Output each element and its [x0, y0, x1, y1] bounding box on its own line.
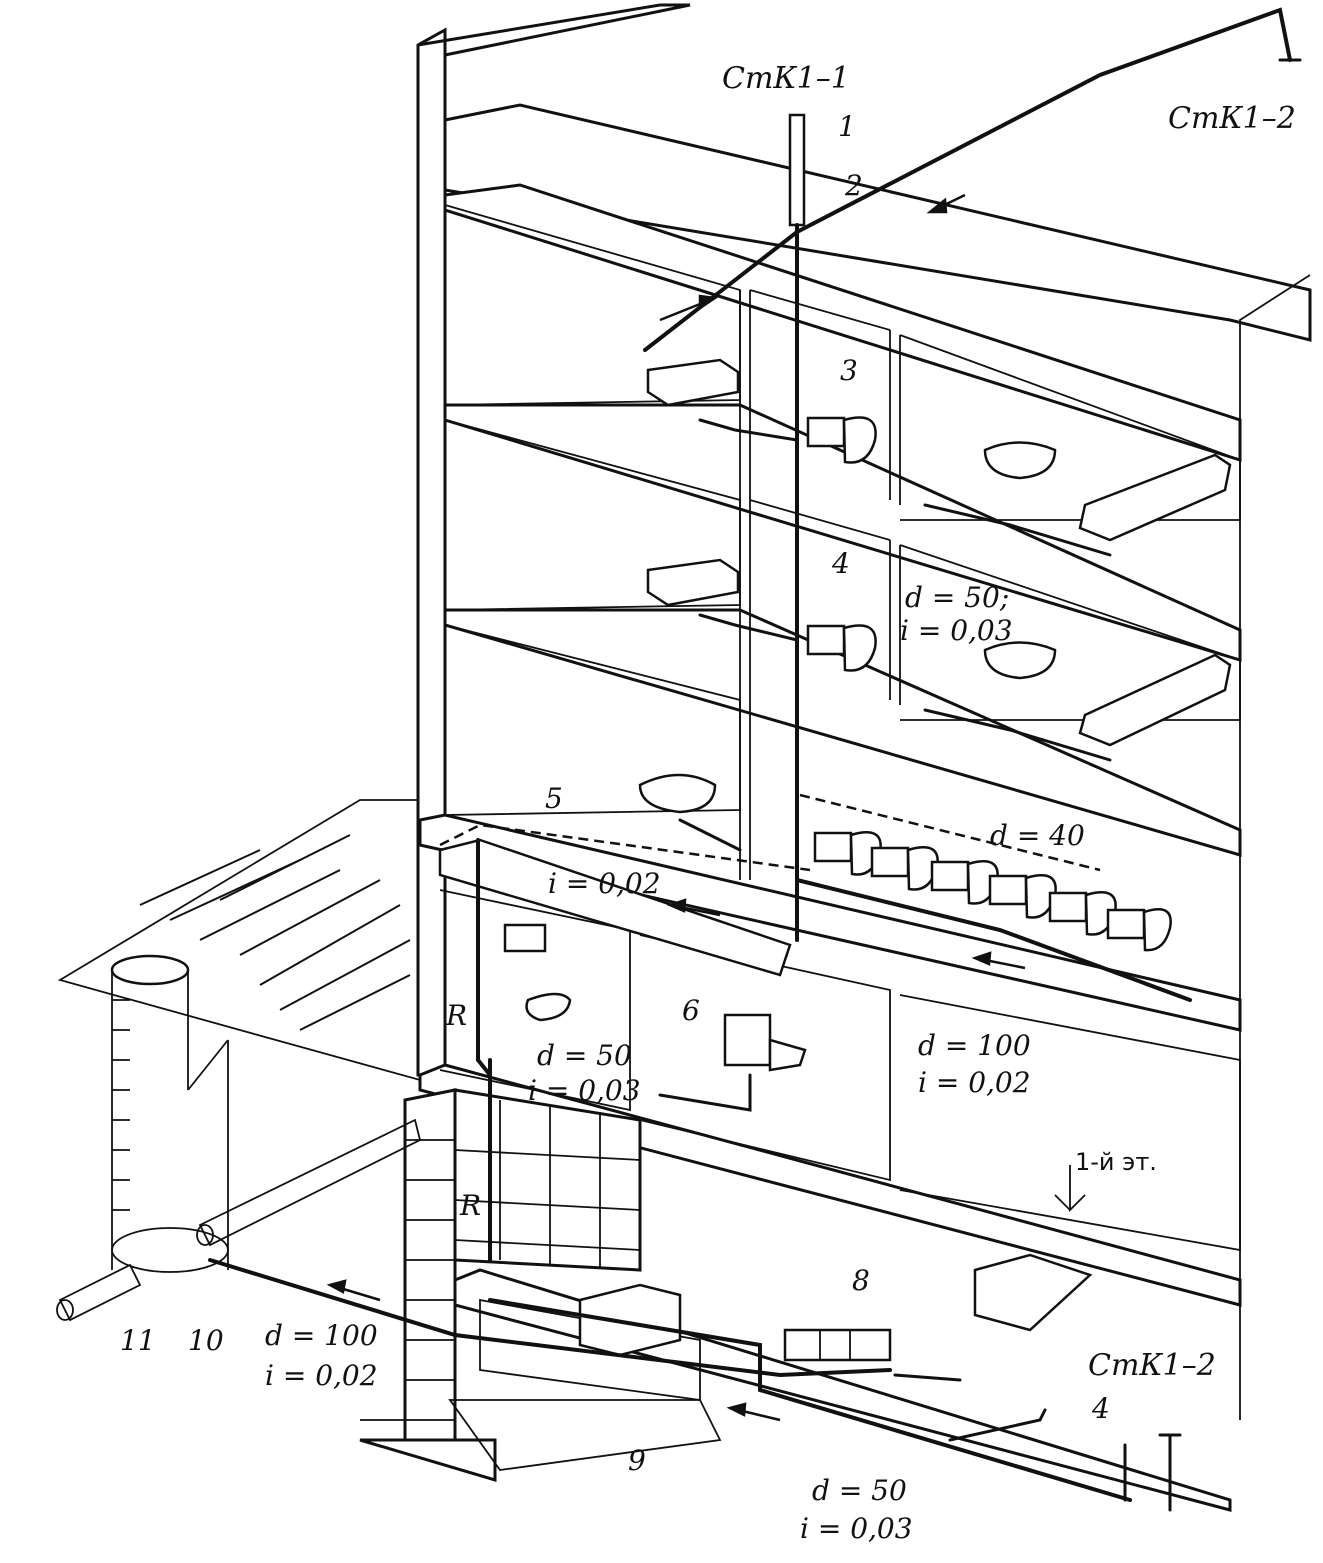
flow-arrows [326, 193, 1026, 1422]
label-d100-right: d = 100 [918, 1029, 1031, 1062]
label-4-lower: 4 [1091, 1392, 1110, 1425]
ground-plane [57, 799, 421, 1082]
label-2: 2 [844, 169, 863, 202]
label-d40: d = 40 [990, 819, 1085, 852]
label-5: 5 [545, 782, 563, 815]
label-d50-upper: d = 50; [905, 581, 1009, 614]
label-6: 6 [682, 994, 700, 1027]
label-first-floor: 1-й эт. [1075, 1148, 1157, 1176]
label-i003-small: i = 0,03 [528, 1074, 641, 1107]
label-r-upper: R [445, 999, 467, 1032]
first-floor-marker [1054, 1165, 1086, 1213]
label-i002-outlet: i = 0,02 [265, 1359, 378, 1392]
manhole-well-11 [56, 954, 422, 1322]
label-stk1-2-bottom: СтК1–2 [1088, 1348, 1216, 1383]
label-d50-small: d = 50 [537, 1039, 632, 1072]
label-9: 9 [628, 1444, 646, 1477]
label-1: 1 [838, 110, 856, 143]
label-stk1-2-top: СтК1–2 [1168, 101, 1296, 136]
fixtures [503, 358, 1232, 1362]
pipework [208, 7, 1302, 1512]
label-stk1-1: СтК1–1 [722, 61, 850, 96]
label-d100-outlet: d = 100 [265, 1319, 378, 1352]
label-8: 8 [852, 1264, 870, 1297]
label-i003-bottom: i = 0,03 [800, 1512, 913, 1545]
label-i002-upper: i = 0,02 [548, 867, 661, 900]
text-labels: СтК1–1 СтК1–2 1 2 3 4 d = 50; i = 0,03 5… [120, 61, 1296, 1545]
building-structure [416, 3, 1312, 1420]
label-i003-upper: i = 0,03 [900, 614, 1013, 647]
label-11: 11 [120, 1324, 156, 1357]
label-d50-bottom: d = 50 [812, 1474, 907, 1507]
label-i002-right: i = 0,02 [918, 1066, 1031, 1099]
label-4-upper: 4 [831, 547, 850, 580]
label-3: 3 [840, 354, 858, 387]
label-r-lower: R [459, 1189, 481, 1222]
label-10: 10 [188, 1324, 224, 1357]
